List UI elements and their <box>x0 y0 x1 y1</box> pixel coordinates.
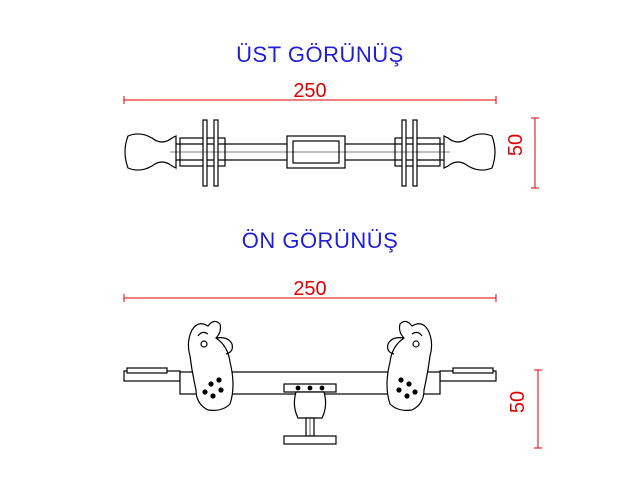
top-view-seesaw <box>124 119 496 187</box>
top-view-title: ÜST GÖRÜNÜŞ <box>236 42 404 67</box>
top-view-left-handle-post <box>202 119 208 187</box>
front-view-left-handle-hole <box>200 340 208 348</box>
top-view-width-label: 250 <box>293 80 326 102</box>
front-view-pivot-housing <box>293 391 327 419</box>
front-view-base-plate <box>283 435 337 445</box>
front-view-seesaw <box>123 320 497 445</box>
top-view-left-seat <box>124 133 177 171</box>
top-view-dimension-height <box>531 117 539 189</box>
top-view-height-label: 50 <box>505 134 527 156</box>
front-view-height-label: 50 <box>507 391 529 413</box>
front-view-right-handle-hole <box>412 340 420 348</box>
top-view-right-handle-post <box>401 119 407 187</box>
front-view-dimension-width <box>123 294 497 302</box>
top-view-left-handle-post-2 <box>213 119 219 187</box>
top-view-right-seat <box>443 133 496 171</box>
front-view-width-label: 250 <box>293 278 326 300</box>
top-view-dimension-width <box>123 96 497 104</box>
front-view-title: ÖN GÖRÜNÜŞ <box>241 228 399 253</box>
top-view-right-handle-post-2 <box>412 119 418 187</box>
front-view-dimension-height <box>534 369 542 449</box>
